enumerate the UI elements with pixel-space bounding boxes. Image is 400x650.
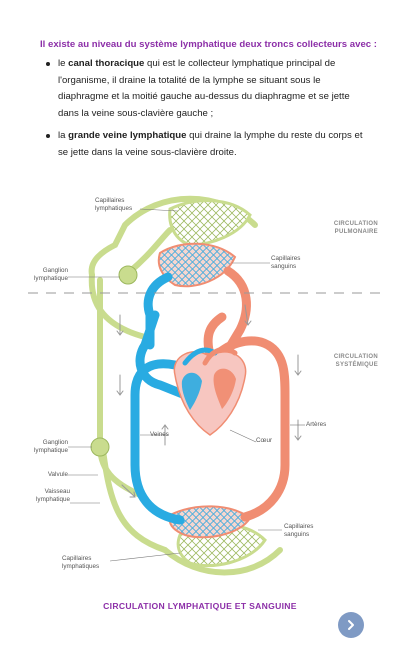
circulation-diagram: Capillaires lymphatiques CIRCULATION PUL…: [0, 185, 400, 605]
label-circulation-systemique: CIRCULATION SYSTÉMIQUE: [333, 354, 378, 368]
item-text-start: le: [58, 58, 69, 69]
diagram-svg: [28, 195, 380, 576]
figure-caption: CIRCULATION LYMPHATIQUE ET SANGUINE: [103, 601, 297, 611]
label-veines: Veines: [150, 431, 169, 438]
veins: [130, 272, 195, 525]
label-capillaires-lymphatiques: Capillaires lymphatiques: [62, 555, 100, 570]
label-valvule: Valvule: [47, 471, 68, 478]
heart: [173, 346, 247, 436]
bullet: [46, 134, 50, 138]
label-ganglion-lymphatique: Ganglion lymphatique: [34, 267, 68, 282]
label-coeur: Cœur: [256, 437, 273, 444]
chevron-right-icon: [348, 620, 354, 630]
label-capillaires-sanguins: Capillaires sanguins: [284, 523, 314, 538]
label-capillaires-sanguins: Capillaires sanguins: [271, 255, 301, 270]
label-capillaires-lymphatiques: Capillaires lymphatiques: [95, 197, 133, 212]
leader-lines: [68, 208, 305, 562]
item-text-end: qui draine la lymphe du reste du corps e…: [58, 130, 363, 158]
label-arteres: Artères: [306, 421, 327, 428]
label-ganglion-lymphatique: Ganglion lymphatique: [34, 439, 68, 454]
pulmonary-capillaries: [157, 242, 252, 539]
trunk-list: le canal thoracique qui est le collecteu…: [40, 56, 370, 167]
bullet: [46, 62, 50, 66]
list-item: la grande veine lymphatique qui draine l…: [40, 128, 370, 161]
item-term: grande veine lymphatique: [68, 130, 187, 141]
item-text-start: la: [58, 130, 69, 141]
label-vaisseau-lymphatique: Vaisseau lymphatique: [36, 488, 70, 503]
item-term: canal thoracique: [68, 58, 145, 69]
flow-arrows: [116, 304, 302, 498]
item-text-end: qui est le collecteur lymphatique princi…: [58, 58, 350, 119]
label-circulation-pulmonaire: CIRCULATION PULMONAIRE: [333, 221, 378, 235]
next-page-button[interactable]: [338, 612, 364, 638]
list-item: le canal thoracique qui est le collecteu…: [40, 56, 370, 122]
intro-heading: Il existe au niveau du système lymphatiq…: [40, 39, 377, 50]
